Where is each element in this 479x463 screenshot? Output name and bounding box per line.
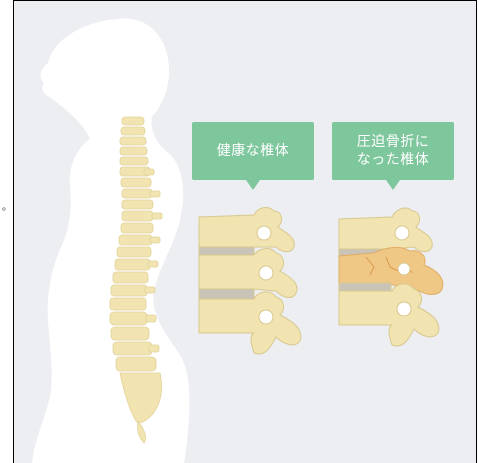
spinous-process: [152, 213, 162, 219]
spine-vertebra: [121, 127, 145, 135]
fracture-vertebra-top: [339, 208, 432, 252]
illustration-svg: [14, 1, 477, 463]
spine-vertebra: [117, 247, 151, 257]
label-healthy-vertebra: 健康な椎体: [217, 142, 290, 160]
spine-vertebra: [111, 285, 147, 296]
healthy-foramen: [257, 226, 271, 240]
spine-vertebra: [121, 223, 153, 233]
spine-vertebra: [122, 200, 153, 209]
label-fracture-line2: なった椎体: [357, 151, 430, 169]
spine-vertebra: [113, 342, 152, 355]
spine-vertebra: [120, 157, 148, 165]
callout-healthy: 健康な椎体: [192, 122, 314, 180]
fracture-disc-2: [339, 283, 391, 291]
spine-vertebra: [110, 312, 147, 325]
spine-vertebra: [122, 189, 152, 198]
spine-vertebra: [115, 259, 150, 270]
fracture-foramen: [398, 263, 410, 275]
spine-vertebra: [116, 357, 156, 371]
spinous-process: [148, 261, 158, 267]
spine-vertebra: [113, 272, 148, 283]
spine-vertebra: [119, 235, 152, 245]
spinous-process: [149, 345, 159, 352]
spine-vertebra: [120, 137, 146, 145]
healthy-disc-1: [199, 247, 254, 255]
spinous-process: [145, 287, 155, 293]
label-fracture-line1: 圧迫骨折に: [357, 133, 430, 151]
spine-vertebra: [122, 211, 153, 221]
fractured-vertebrae: [339, 208, 443, 346]
spinous-process: [150, 191, 160, 197]
spinous-process: [150, 237, 160, 243]
healthy-vertebra-top: [199, 208, 294, 252]
spine-vertebra: [110, 298, 146, 310]
spinous-process: [146, 315, 156, 322]
page-edge: 。: [0, 0, 13, 463]
fracture-foramen: [397, 302, 411, 316]
callout-fracture: 圧迫骨折に なった椎体: [332, 122, 454, 180]
spine-vertebra: [122, 117, 144, 125]
spine-vertebra: [120, 147, 147, 155]
healthy-foramen: [259, 266, 273, 280]
body-silhouette: [32, 18, 190, 463]
spine-vertebra: [111, 327, 149, 340]
healthy-vertebra-bottom: [199, 292, 301, 354]
healthy-vertebrae: [199, 208, 301, 355]
spinous-process: [144, 169, 154, 175]
spine-vertebra: [121, 178, 151, 187]
edge-mark: 。: [2, 202, 10, 214]
healthy-disc-2: [199, 289, 254, 299]
illustration-panel: 健康な椎体 圧迫骨折に なった椎体: [13, 0, 477, 463]
healthy-foramen: [259, 310, 273, 324]
fracture-foramen: [395, 226, 409, 240]
